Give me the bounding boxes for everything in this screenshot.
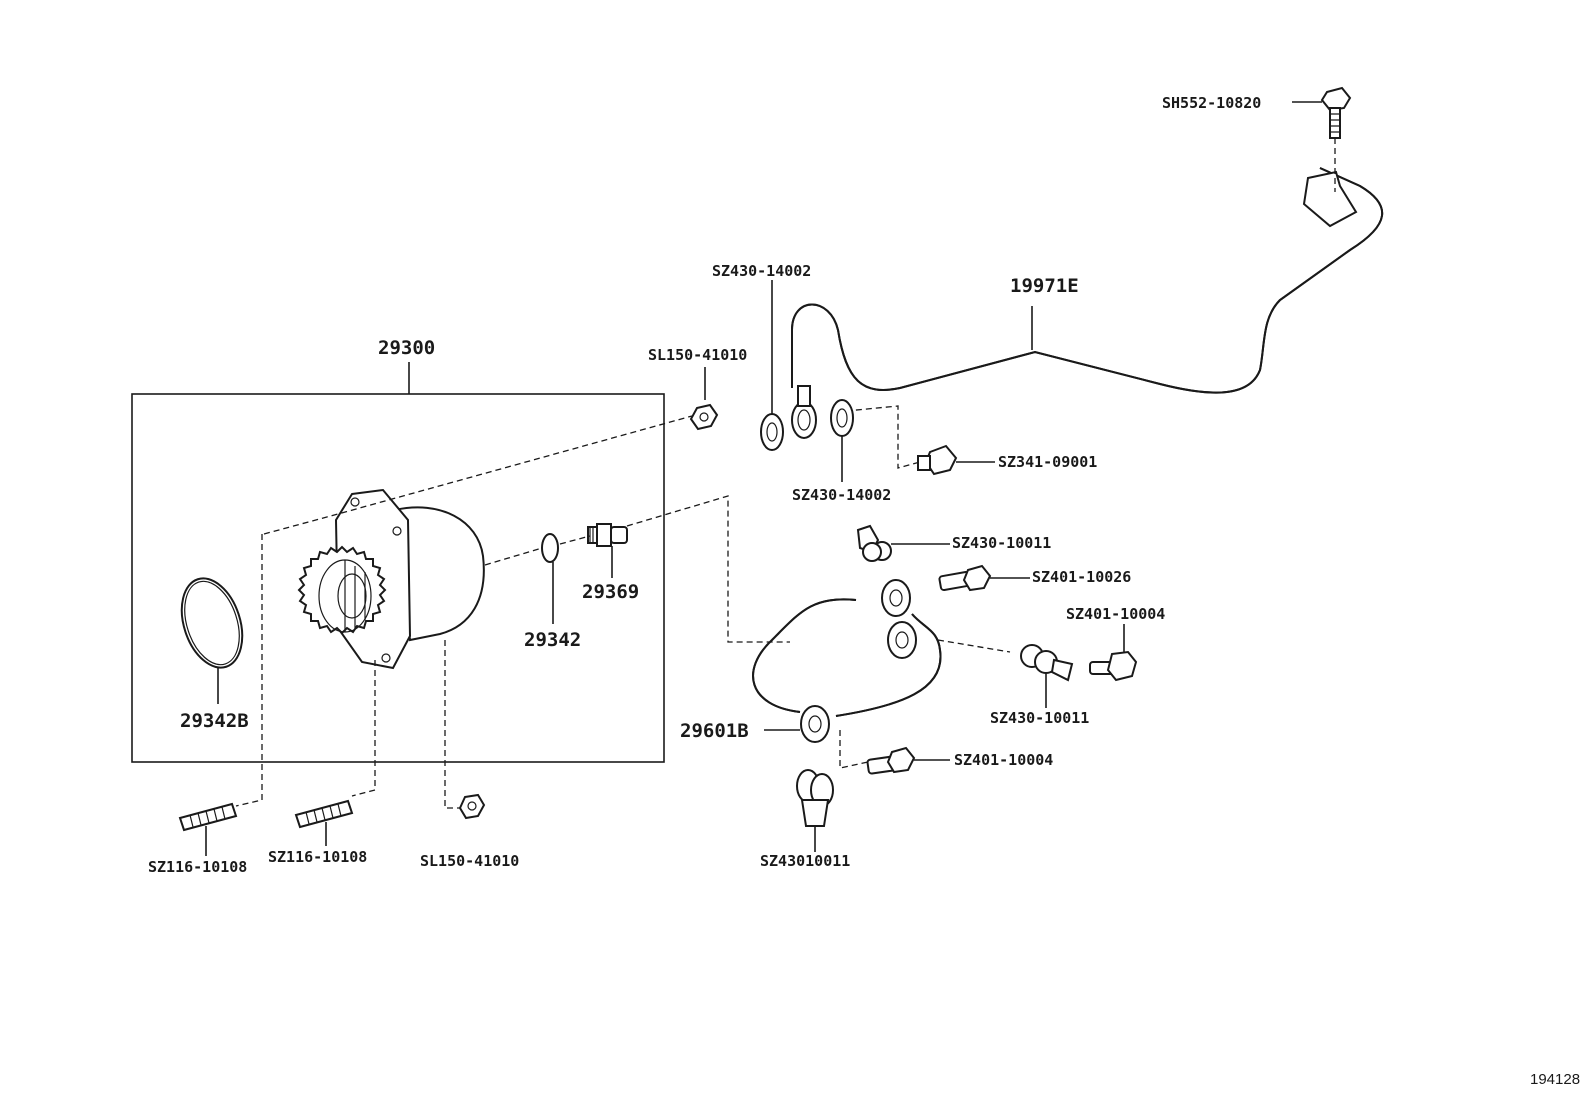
- label-sz401-10004-b: SZ401-10004: [954, 751, 1053, 769]
- label-sz116-10108-b: SZ116-10108: [268, 848, 367, 866]
- label-sl150-41010-top: SL150-41010: [648, 346, 747, 364]
- label-sz430-10011-b: SZ430-10011: [990, 709, 1089, 727]
- label-sz43010011: SZ43010011: [760, 852, 850, 870]
- label-sz116-10108-a: SZ116-10108: [148, 858, 247, 876]
- union-bolt-sz341-09001: [917, 444, 995, 476]
- hose-29601b: [752, 579, 942, 743]
- label-29601b: 29601B: [680, 720, 749, 742]
- label-sz430-14002-top: SZ430-14002: [712, 262, 811, 280]
- bolt-sh552-10820: [1292, 86, 1352, 192]
- assembly-box-29300: [131, 393, 665, 763]
- o-ring-29342b: [180, 577, 244, 704]
- bolt-sz401-10004-b: [866, 746, 950, 775]
- gasket-sz430-10011-a: [856, 524, 950, 562]
- label-sz401-10026: SZ401-10026: [1032, 568, 1131, 586]
- label-29300: 29300: [378, 337, 435, 359]
- o-ring-29342: [541, 533, 559, 624]
- gasket-sz430-14002-b: [830, 399, 854, 482]
- label-19971e: 19971E: [1010, 275, 1079, 297]
- label-sz430-14002-bottom: SZ430-14002: [792, 486, 891, 504]
- nut-sl150-top: [689, 367, 719, 431]
- label-sz430-10011-a: SZ430-10011: [952, 534, 1051, 552]
- label-sz401-10004-a: SZ401-10004: [1066, 605, 1165, 623]
- bolt-sz401-10004-a: [1089, 624, 1138, 682]
- label-29342: 29342: [524, 629, 581, 651]
- stud-sz116-b: [294, 799, 354, 846]
- pipe-19971e: [791, 167, 1384, 439]
- stud-sz116-a: [178, 802, 238, 856]
- gasket-sz430-14002-a: [760, 280, 784, 451]
- union-bolt-29369: [587, 523, 628, 578]
- label-29342b: 29342B: [180, 710, 249, 732]
- label-29369: 29369: [582, 581, 639, 603]
- gasket-sz43010011: [796, 769, 834, 852]
- figure-id: 194128: [1530, 1071, 1580, 1088]
- label-sh552-10820: SH552-10820: [1162, 94, 1261, 112]
- union-bolt-sz401-10026: [938, 564, 1030, 592]
- gasket-sz430-10011-b: [1020, 644, 1074, 708]
- label-sz341-09001: SZ341-09001: [998, 453, 1097, 471]
- vacuum-pump-body: [297, 488, 485, 670]
- label-sl150-41010-bottom: SL150-41010: [420, 852, 519, 870]
- dashed-leaders: [235, 405, 1011, 809]
- nut-sl150-bottom: [458, 793, 486, 820]
